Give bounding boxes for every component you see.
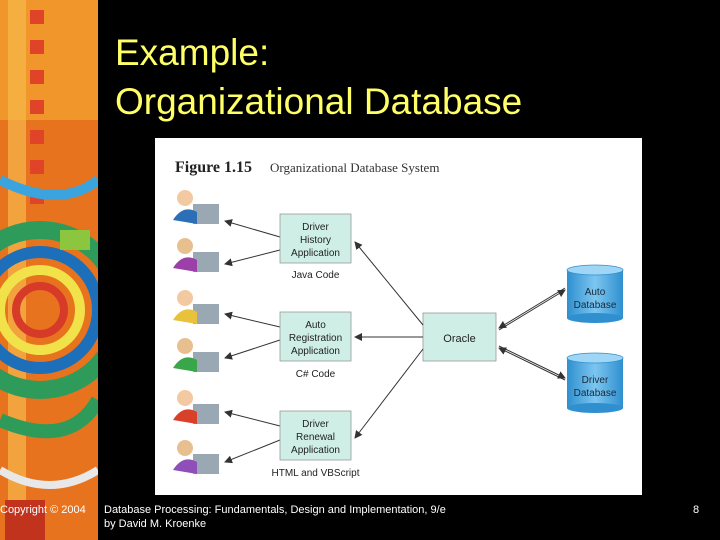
app-box-auto-registration: Auto Registration Application (279, 311, 352, 362)
arrows-oracle-databases (498, 287, 566, 381)
app-label-line: Driver (302, 222, 329, 233)
user-icon (173, 338, 219, 372)
app-code-label: HTML and VBScript (272, 468, 360, 479)
app-label-line: Registration (289, 333, 342, 344)
auto-database-cylinder: Auto Database (566, 264, 624, 323)
user-icon (173, 238, 219, 272)
app-box-driver-renewal: Driver Renewal Application (279, 410, 352, 461)
slide-title-line2: Organizational Database (115, 81, 523, 122)
driver-database-cylinder: Driver Database (566, 352, 624, 413)
user-icon (173, 290, 219, 324)
arrows-to-users (224, 219, 281, 464)
app-label-line: History (300, 235, 331, 246)
oracle-dbms-box: Oracle (422, 312, 497, 362)
figure-caption: Organizational Database System (270, 160, 439, 175)
app-label-line: Application (291, 346, 340, 357)
app-label-line: Application (291, 248, 340, 259)
user-icon (173, 390, 219, 424)
app-code-label: C# Code (296, 369, 336, 380)
slide-number: 8 (693, 504, 700, 516)
app-label-line: Auto (305, 320, 326, 331)
db-label-line: Driver (582, 375, 609, 386)
decorative-art-strip (0, 0, 98, 540)
oracle-label: Oracle (443, 333, 475, 345)
db-label-line: Database (574, 388, 617, 399)
user-icon (173, 190, 219, 224)
db-label-line: Database (574, 300, 617, 311)
app-label-line: Driver (302, 419, 329, 430)
book-citation: Database Processing: Fundamentals, Desig… (104, 503, 446, 531)
app-label-line: Application (291, 445, 340, 456)
slide-title-line1: Example: (115, 32, 270, 73)
arrows-oracle-apps (354, 241, 424, 439)
copyright-text: Copyright © 2004 (0, 504, 86, 516)
book-citation-line1: Database Processing: Fundamentals, Desig… (104, 504, 446, 516)
figure-label: Figure 1.15 (175, 159, 252, 176)
app-code-label: Java Code (292, 270, 340, 281)
user-icon (173, 440, 219, 474)
book-citation-line2: by David M. Kroenke (104, 518, 207, 530)
db-label-line: Auto (585, 287, 606, 298)
organizational-database-figure: Figure 1.15 Organizational Database Syst… (155, 138, 642, 495)
app-box-driver-history: Driver History Application (279, 213, 352, 264)
app-label-line: Renewal (296, 432, 335, 443)
